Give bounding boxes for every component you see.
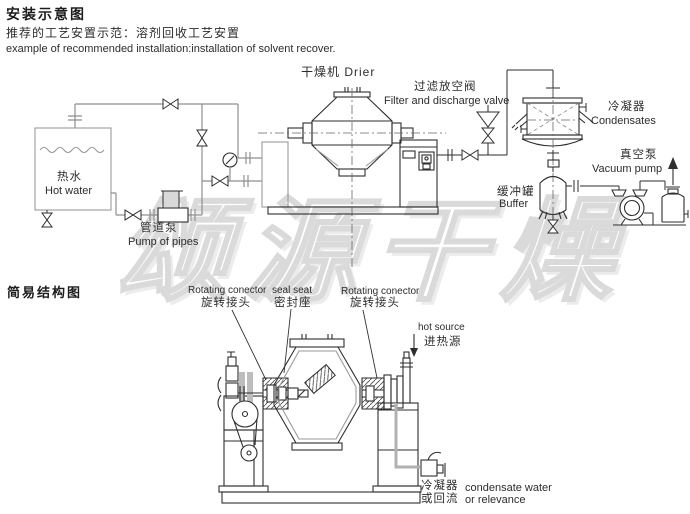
filter-valve-label-en: Filter and discharge valve [384, 95, 510, 107]
pipe-pump-label-cn: 管道泵 [140, 222, 178, 234]
rotating-connector-left-cn: 旋转接头 [201, 297, 251, 309]
hot-source-label-cn: 进热源 [424, 336, 462, 348]
vacuum-pump-unit [611, 157, 689, 226]
condensate-drain-column [377, 402, 446, 487]
condenser-label-cn: 冷凝器 [608, 101, 646, 113]
hot-source-label-en: hot source [418, 322, 465, 333]
structure-title: 简易结构图 [7, 285, 83, 300]
hot-source-pipe [400, 334, 418, 404]
drier-unit [258, 87, 446, 268]
seal-seat-en: seal seat [272, 285, 313, 296]
vacuum-pump-label-cn: 真空泵 [620, 149, 658, 161]
rotating-connector-right-cn: 旋转接头 [350, 297, 400, 309]
seal-seat-cn: 密封座 [274, 297, 312, 309]
buffer-label-cn: 缓冲罐 [497, 186, 535, 198]
condensate-label-en2: or relevance [465, 494, 526, 506]
pipeline-pump [111, 190, 202, 223]
page-title: 安装示意图 [6, 6, 86, 22]
hot-water-tank [34, 104, 112, 228]
leader-lines [231, 308, 378, 381]
rotary-joint-right [361, 374, 404, 410]
hot-water-label-en: Hot water [45, 185, 93, 197]
condensate-label-en1: condensate water [465, 482, 552, 494]
drive-column [217, 351, 264, 487]
filter-valve-label-cn: 过滤放空阀 [414, 81, 477, 93]
subtitle-cn: 推荐的工艺安置示范：溶剂回收工艺安置 [6, 26, 241, 40]
filter-discharge-valve [437, 69, 553, 161]
rotating-connector-left-en: Rotating conector [188, 285, 267, 296]
condenser-vessel [511, 70, 594, 233]
pipe-pump-label-en: Pump of pipes [128, 236, 199, 248]
hot-water-piping [75, 98, 262, 215]
installation-diagram [34, 69, 689, 268]
buffer-label-en: Buffer [499, 198, 529, 210]
cone-vessel [273, 334, 361, 451]
condenser-label-en: Condensates [591, 115, 656, 127]
subtitle-en: example of recommended installation:inst… [6, 43, 336, 55]
drier-label: 干燥机 Drier [301, 65, 376, 79]
rotating-connector-right-en: Rotating conector [341, 286, 420, 297]
structure-diagram [217, 308, 446, 504]
buffer-tank [538, 175, 619, 234]
hot-water-label-cn: 热水 [57, 171, 82, 183]
condensate-label-cn1: 冷凝器 [421, 480, 459, 492]
condensate-label-cn2: 或回流 [421, 493, 459, 505]
vacuum-pump-label-en: Vacuum pump [592, 163, 663, 175]
structure-base [218, 485, 422, 504]
